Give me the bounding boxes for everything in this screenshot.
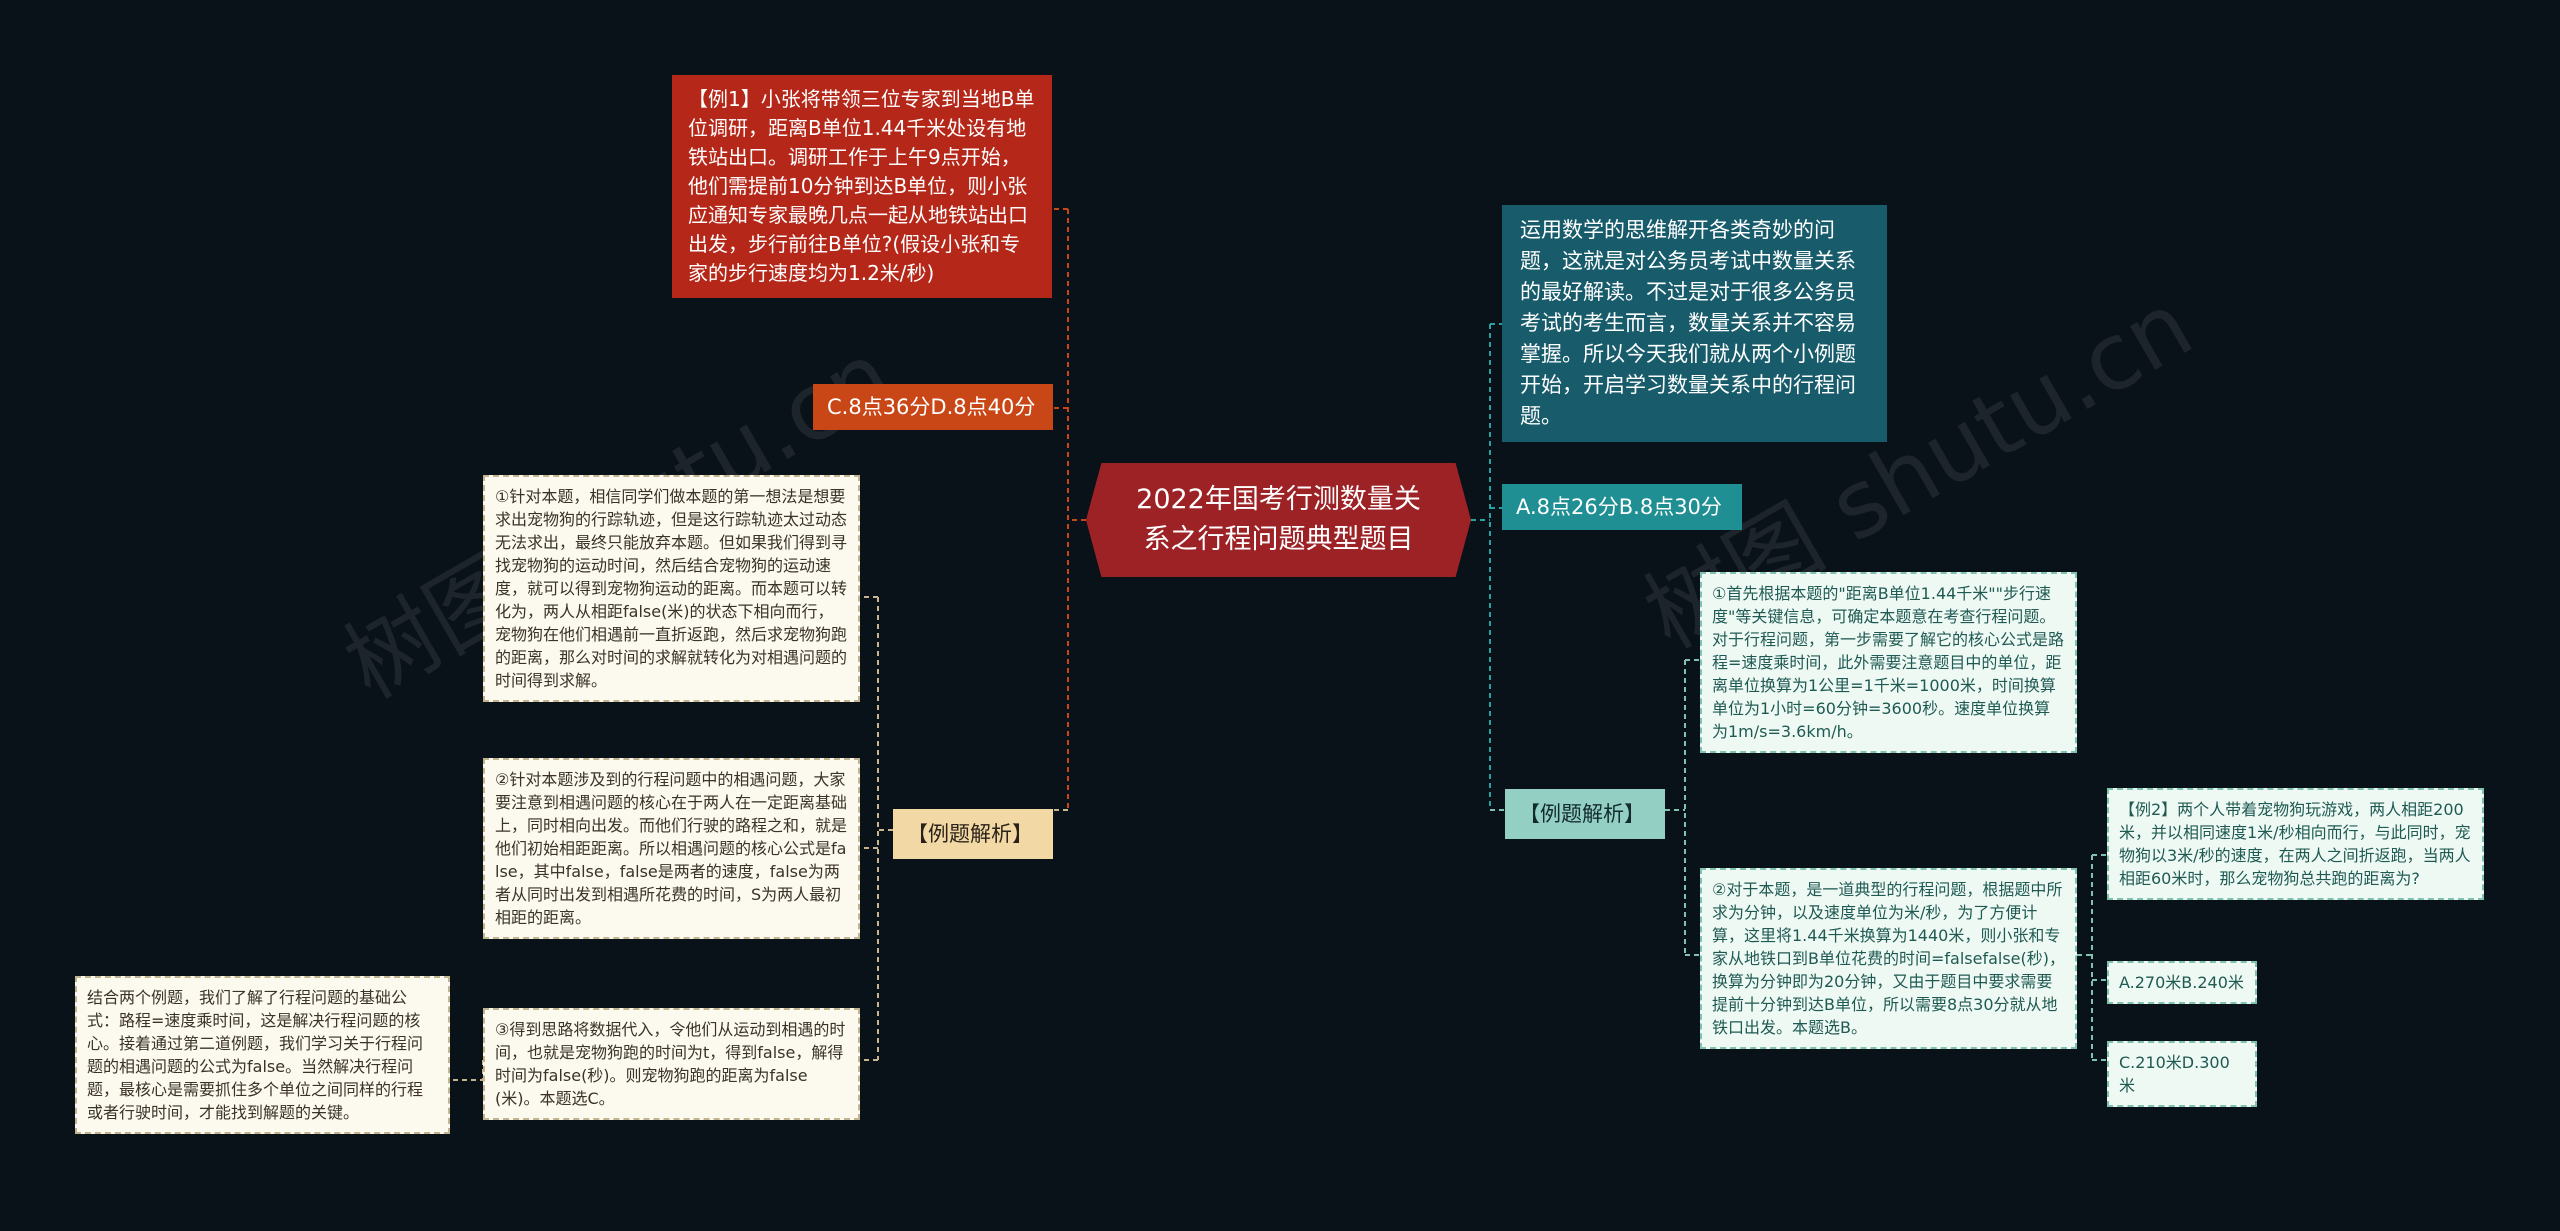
central-topic[interactable]: 2022年国考行测数量关系之行程问题典型题目 <box>1086 463 1471 577</box>
example1-options-ab-text: A.8点26分B.8点30分 <box>1516 495 1722 519</box>
example2-question-text: 【例2】两个人带着宠物狗玩游戏，两人相距200米，并以相同速度1米/秒相向而行，… <box>2119 800 2471 888</box>
right-analysis-label: 【例题解析】 <box>1519 802 1645 826</box>
example2-options-cd-node[interactable]: C.210米D.300米 <box>2107 1041 2257 1107</box>
left-analysis-item-2[interactable]: ②针对本题涉及到的行程问题中的相遇问题，大家要注意到相遇问题的核心在于两人在一定… <box>483 758 860 939</box>
right-analysis-item-1-text: ①首先根据本题的"距离B单位1.44千米""步行速度"等关键信息，可确定本题意在… <box>1712 584 2065 741</box>
left-analysis-item-2-text: ②针对本题涉及到的行程问题中的相遇问题，大家要注意到相遇问题的核心在于两人在一定… <box>495 770 848 927</box>
example1-options-cd-text: C.8点36分D.8点40分 <box>827 395 1036 419</box>
intro-node[interactable]: 运用数学的思维解开各类奇妙的问题，这就是对公务员考试中数量关系的最好解读。不过是… <box>1502 205 1887 442</box>
left-analysis-label: 【例题解析】 <box>907 822 1033 846</box>
right-analysis-item-1[interactable]: ①首先根据本题的"距离B单位1.44千米""步行速度"等关键信息，可确定本题意在… <box>1700 572 2077 753</box>
example2-question-node[interactable]: 【例2】两个人带着宠物狗玩游戏，两人相距200米，并以相同速度1米/秒相向而行，… <box>2107 788 2484 900</box>
example2-options-ab-text: A.270米B.240米 <box>2119 973 2244 992</box>
left-analysis-item-1[interactable]: ①针对本题，相信同学们做本题的第一想法是想要求出宠物狗的行踪轨迹，但是这行踪轨迹… <box>483 475 860 702</box>
intro-text: 运用数学的思维解开各类奇妙的问题，这就是对公务员考试中数量关系的最好解读。不过是… <box>1520 218 1856 428</box>
right-analysis-item-2[interactable]: ②对于本题，是一道典型的行程问题，根据题中所求为分钟，以及速度单位为米/秒，为了… <box>1700 868 2077 1049</box>
example1-question-text: 【例1】小张将带领三位专家到当地B单位调研，距离B单位1.44千米处设有地铁站出… <box>688 87 1035 285</box>
example2-options-ab-node[interactable]: A.270米B.240米 <box>2107 961 2257 1004</box>
left-analysis-item-1-text: ①针对本题，相信同学们做本题的第一想法是想要求出宠物狗的行踪轨迹，但是这行踪轨迹… <box>495 487 848 690</box>
summary-text: 结合两个例题，我们了解了行程问题的基础公式：路程=速度乘时间，这是解决行程问题的… <box>87 988 424 1122</box>
left-analysis-item-3-text: ③得到思路将数据代入，令他们从运动到相遇的时间，也就是宠物狗跑的时间为t，得到f… <box>495 1020 846 1108</box>
example1-question-node[interactable]: 【例1】小张将带领三位专家到当地B单位调研，距离B单位1.44千米处设有地铁站出… <box>672 75 1052 298</box>
left-analysis-item-3[interactable]: ③得到思路将数据代入，令他们从运动到相遇的时间，也就是宠物狗跑的时间为t，得到f… <box>483 1008 860 1120</box>
central-topic-label: 2022年国考行测数量关系之行程问题典型题目 <box>1136 484 1421 555</box>
right-analysis-label-node[interactable]: 【例题解析】 <box>1505 789 1665 839</box>
example1-options-ab-node[interactable]: A.8点26分B.8点30分 <box>1502 484 1742 530</box>
left-analysis-label-node[interactable]: 【例题解析】 <box>893 809 1053 859</box>
example1-options-cd-node[interactable]: C.8点36分D.8点40分 <box>813 384 1053 430</box>
right-analysis-item-2-text: ②对于本题，是一道典型的行程问题，根据题中所求为分钟，以及速度单位为米/秒，为了… <box>1712 880 2065 1037</box>
example2-options-cd-text: C.210米D.300米 <box>2119 1053 2230 1095</box>
summary-node[interactable]: 结合两个例题，我们了解了行程问题的基础公式：路程=速度乘时间，这是解决行程问题的… <box>75 976 450 1134</box>
